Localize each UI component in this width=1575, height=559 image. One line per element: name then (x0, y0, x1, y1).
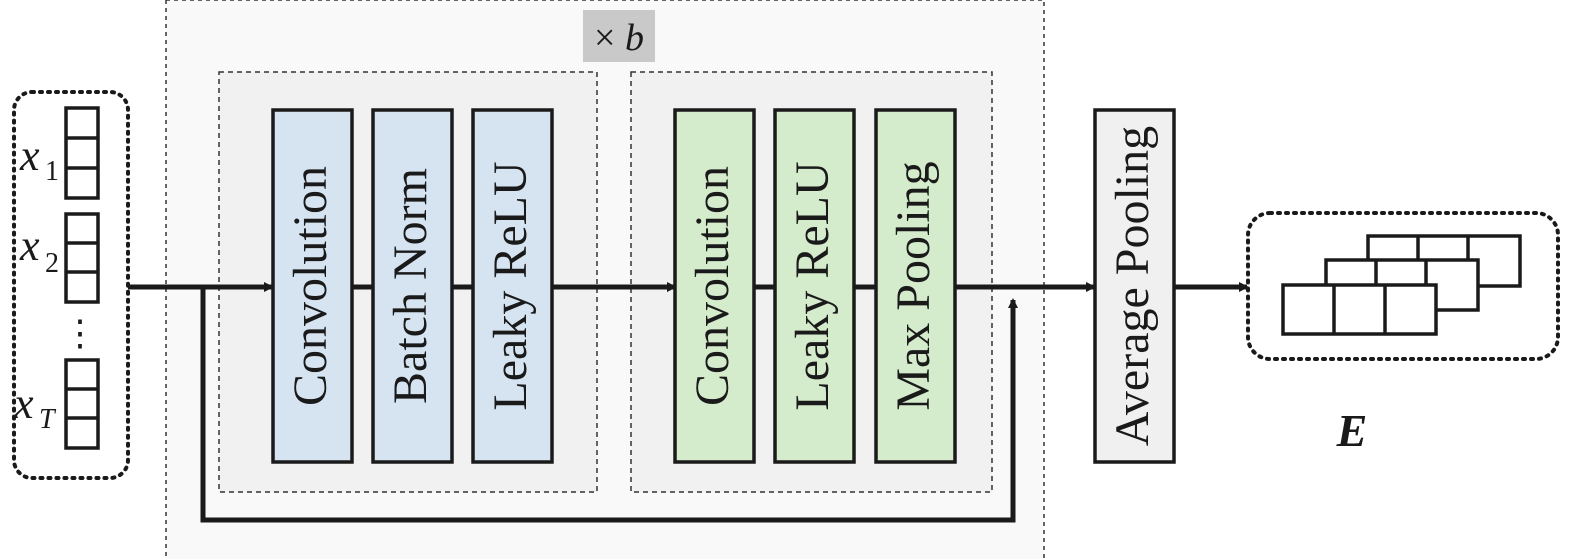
svg-text:Convolution: Convolution (686, 166, 739, 406)
input-ellipsis: ⋮ (62, 313, 98, 353)
svg-text:Leaky ReLU: Leaky ReLU (786, 161, 839, 410)
svg-text:Batch Norm: Batch Norm (384, 168, 437, 404)
svg-text:x: x (19, 221, 40, 270)
block-1-layer-conv: Convolution (271, 108, 354, 464)
block-1-layer-batchnorm: Batch Norm (371, 108, 454, 464)
block-2-layer-max-pooling: Max Pooling (874, 108, 957, 464)
output-embedding-stack (1281, 234, 1522, 336)
repeat-badge (583, 10, 655, 62)
svg-text:Convolution: Convolution (284, 166, 337, 406)
input-token-2: x 2 (19, 212, 100, 304)
svg-text:Leaky ReLU: Leaky ReLU (484, 161, 537, 410)
output-embedding-frame (1246, 211, 1560, 361)
svg-text:x: x (13, 379, 34, 428)
svg-text:Max Pooling: Max Pooling (887, 161, 940, 410)
average-pooling-layer: Average Pooling (1093, 108, 1176, 464)
block-2-layer-conv: Convolution (673, 108, 756, 464)
svg-text:T: T (39, 404, 57, 435)
svg-text:1: 1 (45, 156, 59, 187)
output-label: E (1336, 405, 1368, 456)
input-token-t: x T (13, 358, 100, 450)
repeat-badge-label: × b (594, 17, 644, 59)
block-1-layer-leaky-relu: Leaky ReLU (471, 108, 554, 464)
svg-text:x: x (19, 131, 40, 180)
input-token-1: x 1 (19, 106, 100, 200)
svg-text:Average Pooling: Average Pooling (1106, 126, 1159, 446)
block-2-layer-leaky-relu: Leaky ReLU (773, 108, 856, 464)
residual-connection (200, 287, 1018, 523)
svg-text:2: 2 (45, 248, 59, 279)
